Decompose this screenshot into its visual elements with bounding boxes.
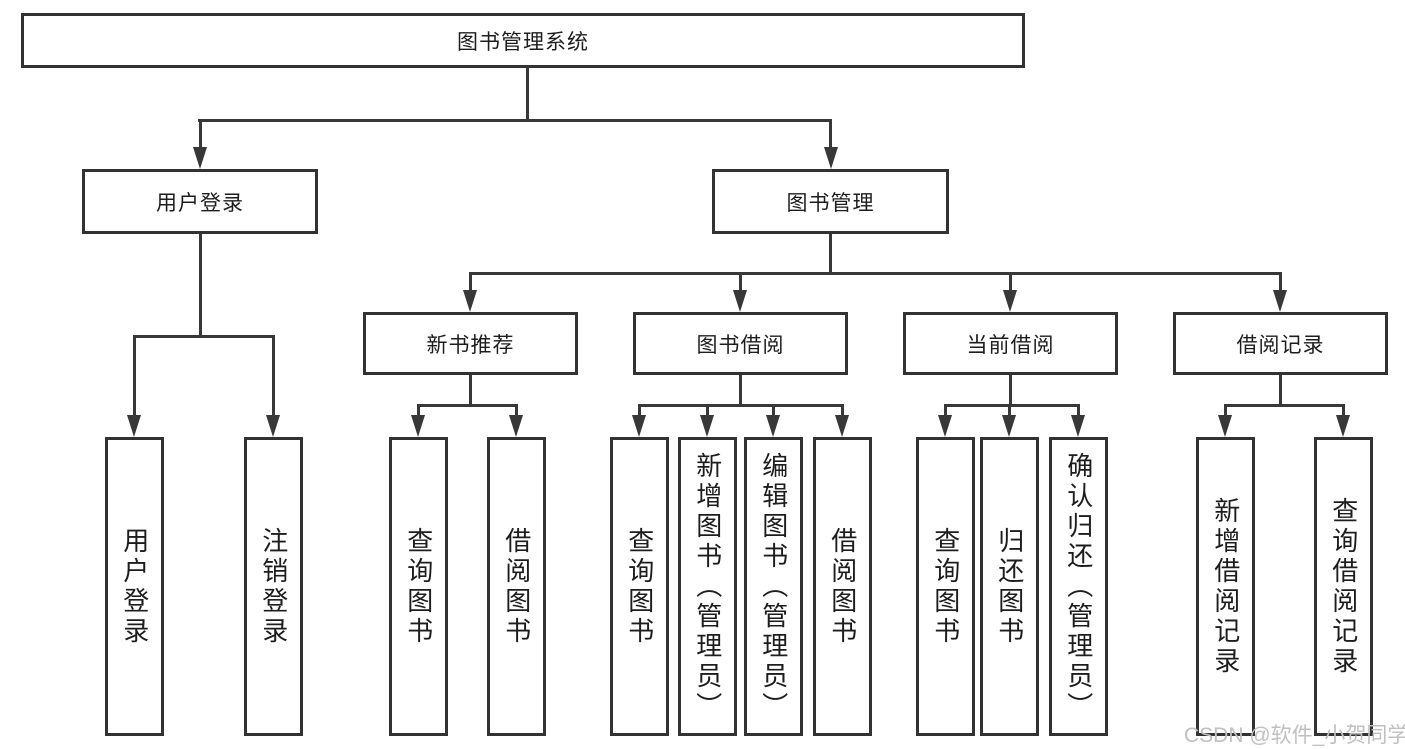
leaf-query-books-borrowing: 查询图书	[610, 437, 669, 736]
node-label: 当前借阅	[966, 333, 1055, 357]
connector-line	[526, 66, 529, 121]
connector-arrowhead	[411, 415, 425, 437]
connector-line	[841, 404, 844, 418]
watermark-csdn: CSDN @软件_小贺同学	[1184, 724, 1405, 747]
node-library-management-system: 图书管理系统	[21, 13, 1025, 68]
leaf-borrow-books: 借阅图书	[813, 437, 872, 736]
leaf-label: 确认归还（管理员）	[1063, 451, 1094, 722]
connector-line	[469, 272, 472, 292]
node-book-management: 图书管理	[712, 169, 949, 234]
leaf-query-books-recommend: 查询图书	[389, 437, 448, 736]
connector-line	[739, 375, 742, 406]
connector-arrowhead	[127, 415, 141, 437]
connector-arrowhead	[1218, 415, 1232, 437]
leaf-label: 借阅图书	[827, 526, 858, 647]
connector-arrowhead	[1003, 290, 1017, 312]
leaf-query-books-current: 查询图书	[916, 437, 975, 736]
node-current-borrowing: 当前借阅	[903, 312, 1118, 375]
connector-arrowhead	[1336, 415, 1350, 437]
connector-line	[272, 335, 275, 417]
connector-line	[638, 404, 843, 407]
node-label: 新书推荐	[426, 333, 515, 357]
leaf-query-borrow-record: 查询借阅记录	[1314, 437, 1373, 736]
connector-arrowhead	[700, 415, 714, 437]
leaf-label: 新增借阅记录	[1210, 496, 1241, 677]
connector-line	[829, 119, 832, 150]
connector-line	[1279, 272, 1282, 292]
connector-line	[944, 404, 1080, 407]
connector-line	[638, 404, 641, 418]
connector-line	[1224, 404, 1227, 418]
leaf-add-borrow-record: 新增借阅记录	[1196, 437, 1255, 736]
node-label: 借阅记录	[1236, 333, 1325, 357]
connector-arrowhead	[1273, 290, 1287, 312]
connector-line	[1279, 375, 1282, 406]
leaf-add-books-admin: 新增图书（管理员）	[678, 437, 737, 736]
connector-line	[198, 119, 832, 122]
connector-arrowhead	[1071, 415, 1085, 437]
leaf-label: 用户登录	[119, 526, 150, 647]
connector-arrowhead	[835, 415, 849, 437]
connector-arrowhead	[824, 147, 838, 169]
connector-line	[772, 404, 775, 418]
connector-arrowhead	[266, 415, 280, 437]
connector-line	[1077, 404, 1080, 418]
connector-line	[1224, 404, 1344, 407]
connector-arrowhead	[766, 415, 780, 437]
node-user-login: 用户登录	[82, 169, 318, 234]
connector-line	[133, 335, 136, 417]
connector-line	[1008, 404, 1011, 418]
connector-line	[944, 404, 947, 418]
node-label: 图书管理	[786, 191, 875, 215]
connector-line	[199, 234, 202, 335]
leaf-edit-books-admin: 编辑图书（管理员）	[744, 437, 803, 736]
connector-arrowhead	[938, 415, 952, 437]
connector-arrowhead	[193, 147, 207, 169]
connector-arrowhead	[509, 415, 523, 437]
connector-arrowhead	[463, 290, 477, 312]
leaf-label: 查询图书	[930, 526, 961, 647]
leaf-borrow-books-recommend: 借阅图书	[487, 437, 546, 736]
connector-line	[1342, 404, 1345, 418]
connector-line	[133, 335, 274, 338]
connector-line	[469, 272, 1282, 275]
connector-arrowhead	[733, 290, 747, 312]
connector-arrowhead	[632, 415, 646, 437]
leaf-label: 新增图书（管理员）	[692, 451, 723, 722]
leaf-label: 查询图书	[403, 526, 434, 647]
node-new-book-recommend: 新书推荐	[363, 312, 578, 375]
leaf-logout-login: 注销登录	[244, 437, 303, 736]
connector-line	[199, 119, 202, 150]
leaf-user-login: 用户登录	[105, 437, 164, 736]
leaf-confirm-return-admin: 确认归还（管理员）	[1049, 437, 1108, 736]
connector-line	[417, 404, 420, 418]
leaf-return-books: 归还图书	[980, 437, 1039, 736]
leaf-label: 查询图书	[624, 526, 655, 647]
connector-line	[739, 272, 742, 292]
leaf-label: 注销登录	[258, 526, 289, 647]
connector-line	[417, 404, 517, 407]
node-label: 图书管理系统	[457, 30, 589, 54]
node-label: 图书借阅	[696, 333, 785, 357]
node-label: 用户登录	[156, 191, 244, 215]
connector-line	[515, 404, 518, 418]
leaf-label: 借阅图书	[501, 526, 532, 647]
leaf-label: 查询借阅记录	[1328, 496, 1359, 677]
node-book-borrowing: 图书借阅	[633, 312, 848, 375]
connector-line	[706, 404, 709, 418]
connector-line	[1009, 375, 1012, 406]
node-borrowing-records: 借阅记录	[1173, 312, 1388, 375]
connector-arrowhead	[1002, 415, 1016, 437]
connector-line	[1009, 272, 1012, 292]
leaf-label: 归还图书	[994, 526, 1025, 647]
connector-line	[469, 375, 472, 406]
connector-line	[829, 234, 832, 275]
leaf-label: 编辑图书（管理员）	[758, 451, 789, 722]
